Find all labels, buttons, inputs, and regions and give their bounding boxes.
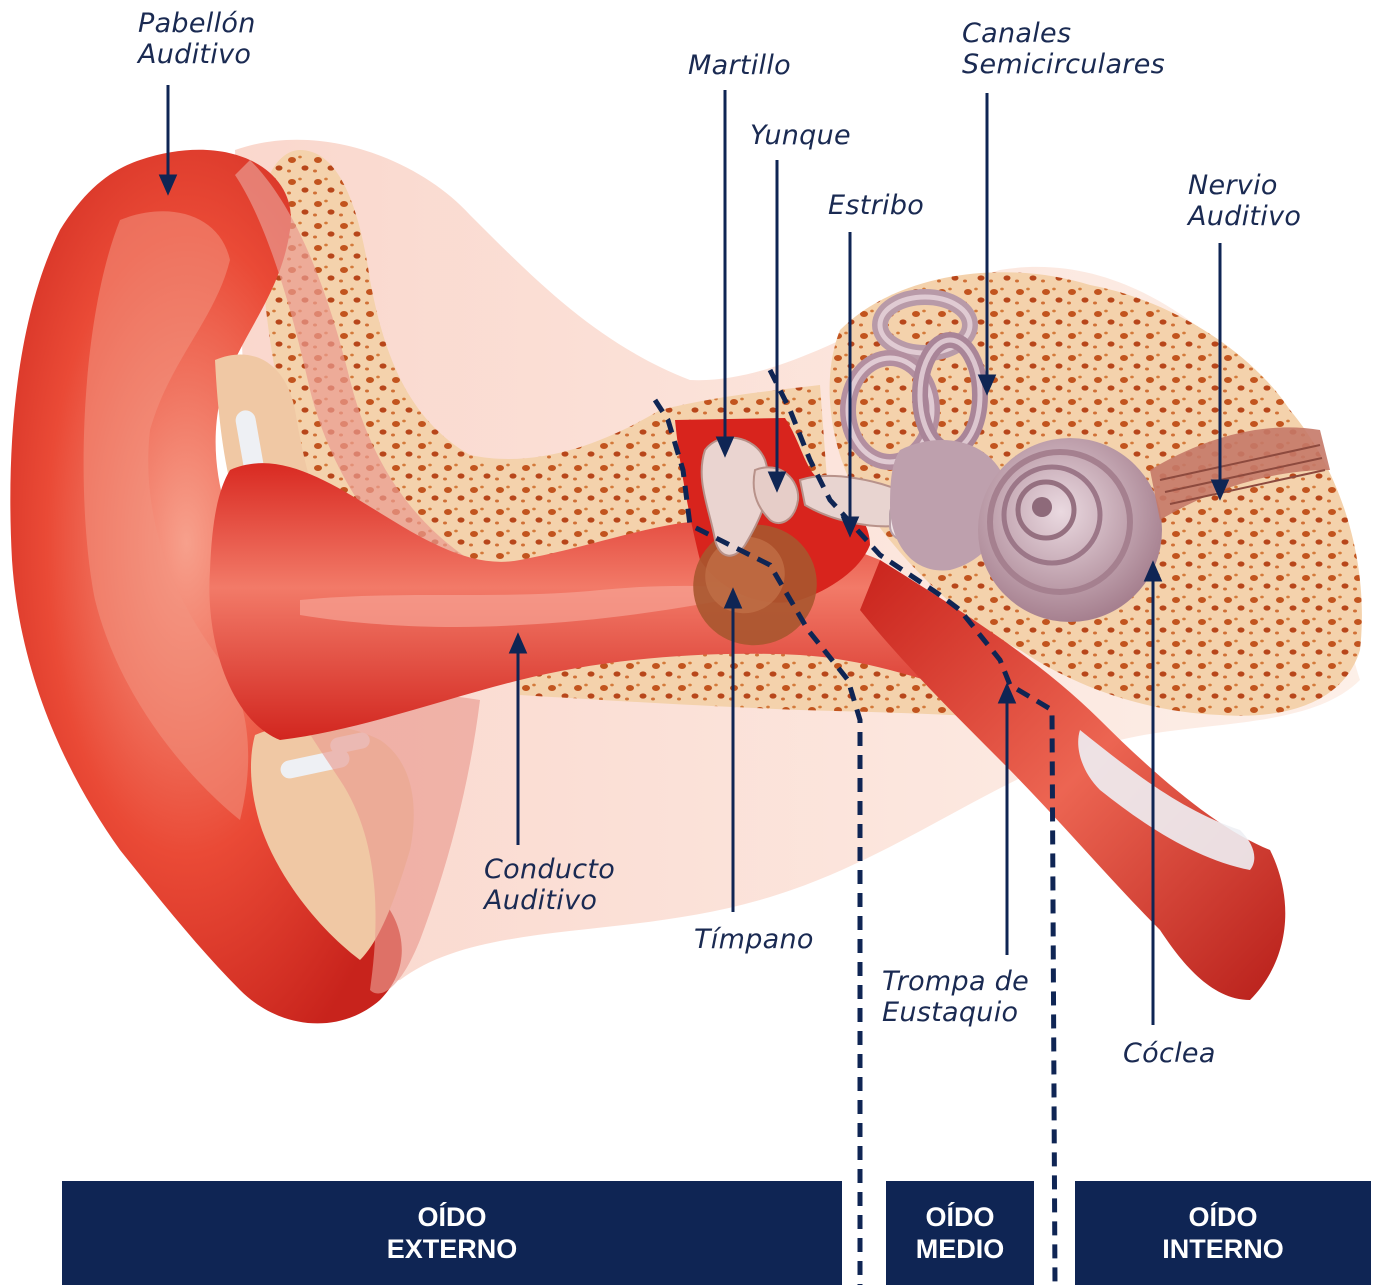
label-coclea: Cóclea — [1123, 1038, 1216, 1069]
label-conducto-auditivo: Conducto Auditivo — [484, 854, 615, 916]
label-nervio-auditivo: Nervio Auditivo — [1188, 170, 1301, 232]
label-yunque: Yunque — [750, 120, 851, 151]
label-estribo: Estribo — [828, 190, 924, 221]
section-oido-medio: OÍDO MEDIO — [886, 1181, 1034, 1285]
section-oido-externo: OÍDO EXTERNO — [62, 1181, 842, 1285]
label-pabellon-auditivo: Pabellón Auditivo — [138, 8, 256, 70]
label-canales-semicirculares: Canales Semicirculares — [962, 18, 1165, 80]
label-martillo: Martillo — [688, 50, 791, 81]
label-timpano: Tímpano — [694, 924, 814, 955]
section-oido-interno: OÍDO INTERNO — [1075, 1181, 1371, 1285]
label-trompa-de-eustaquio: Trompa de Eustaquio — [882, 966, 1029, 1028]
